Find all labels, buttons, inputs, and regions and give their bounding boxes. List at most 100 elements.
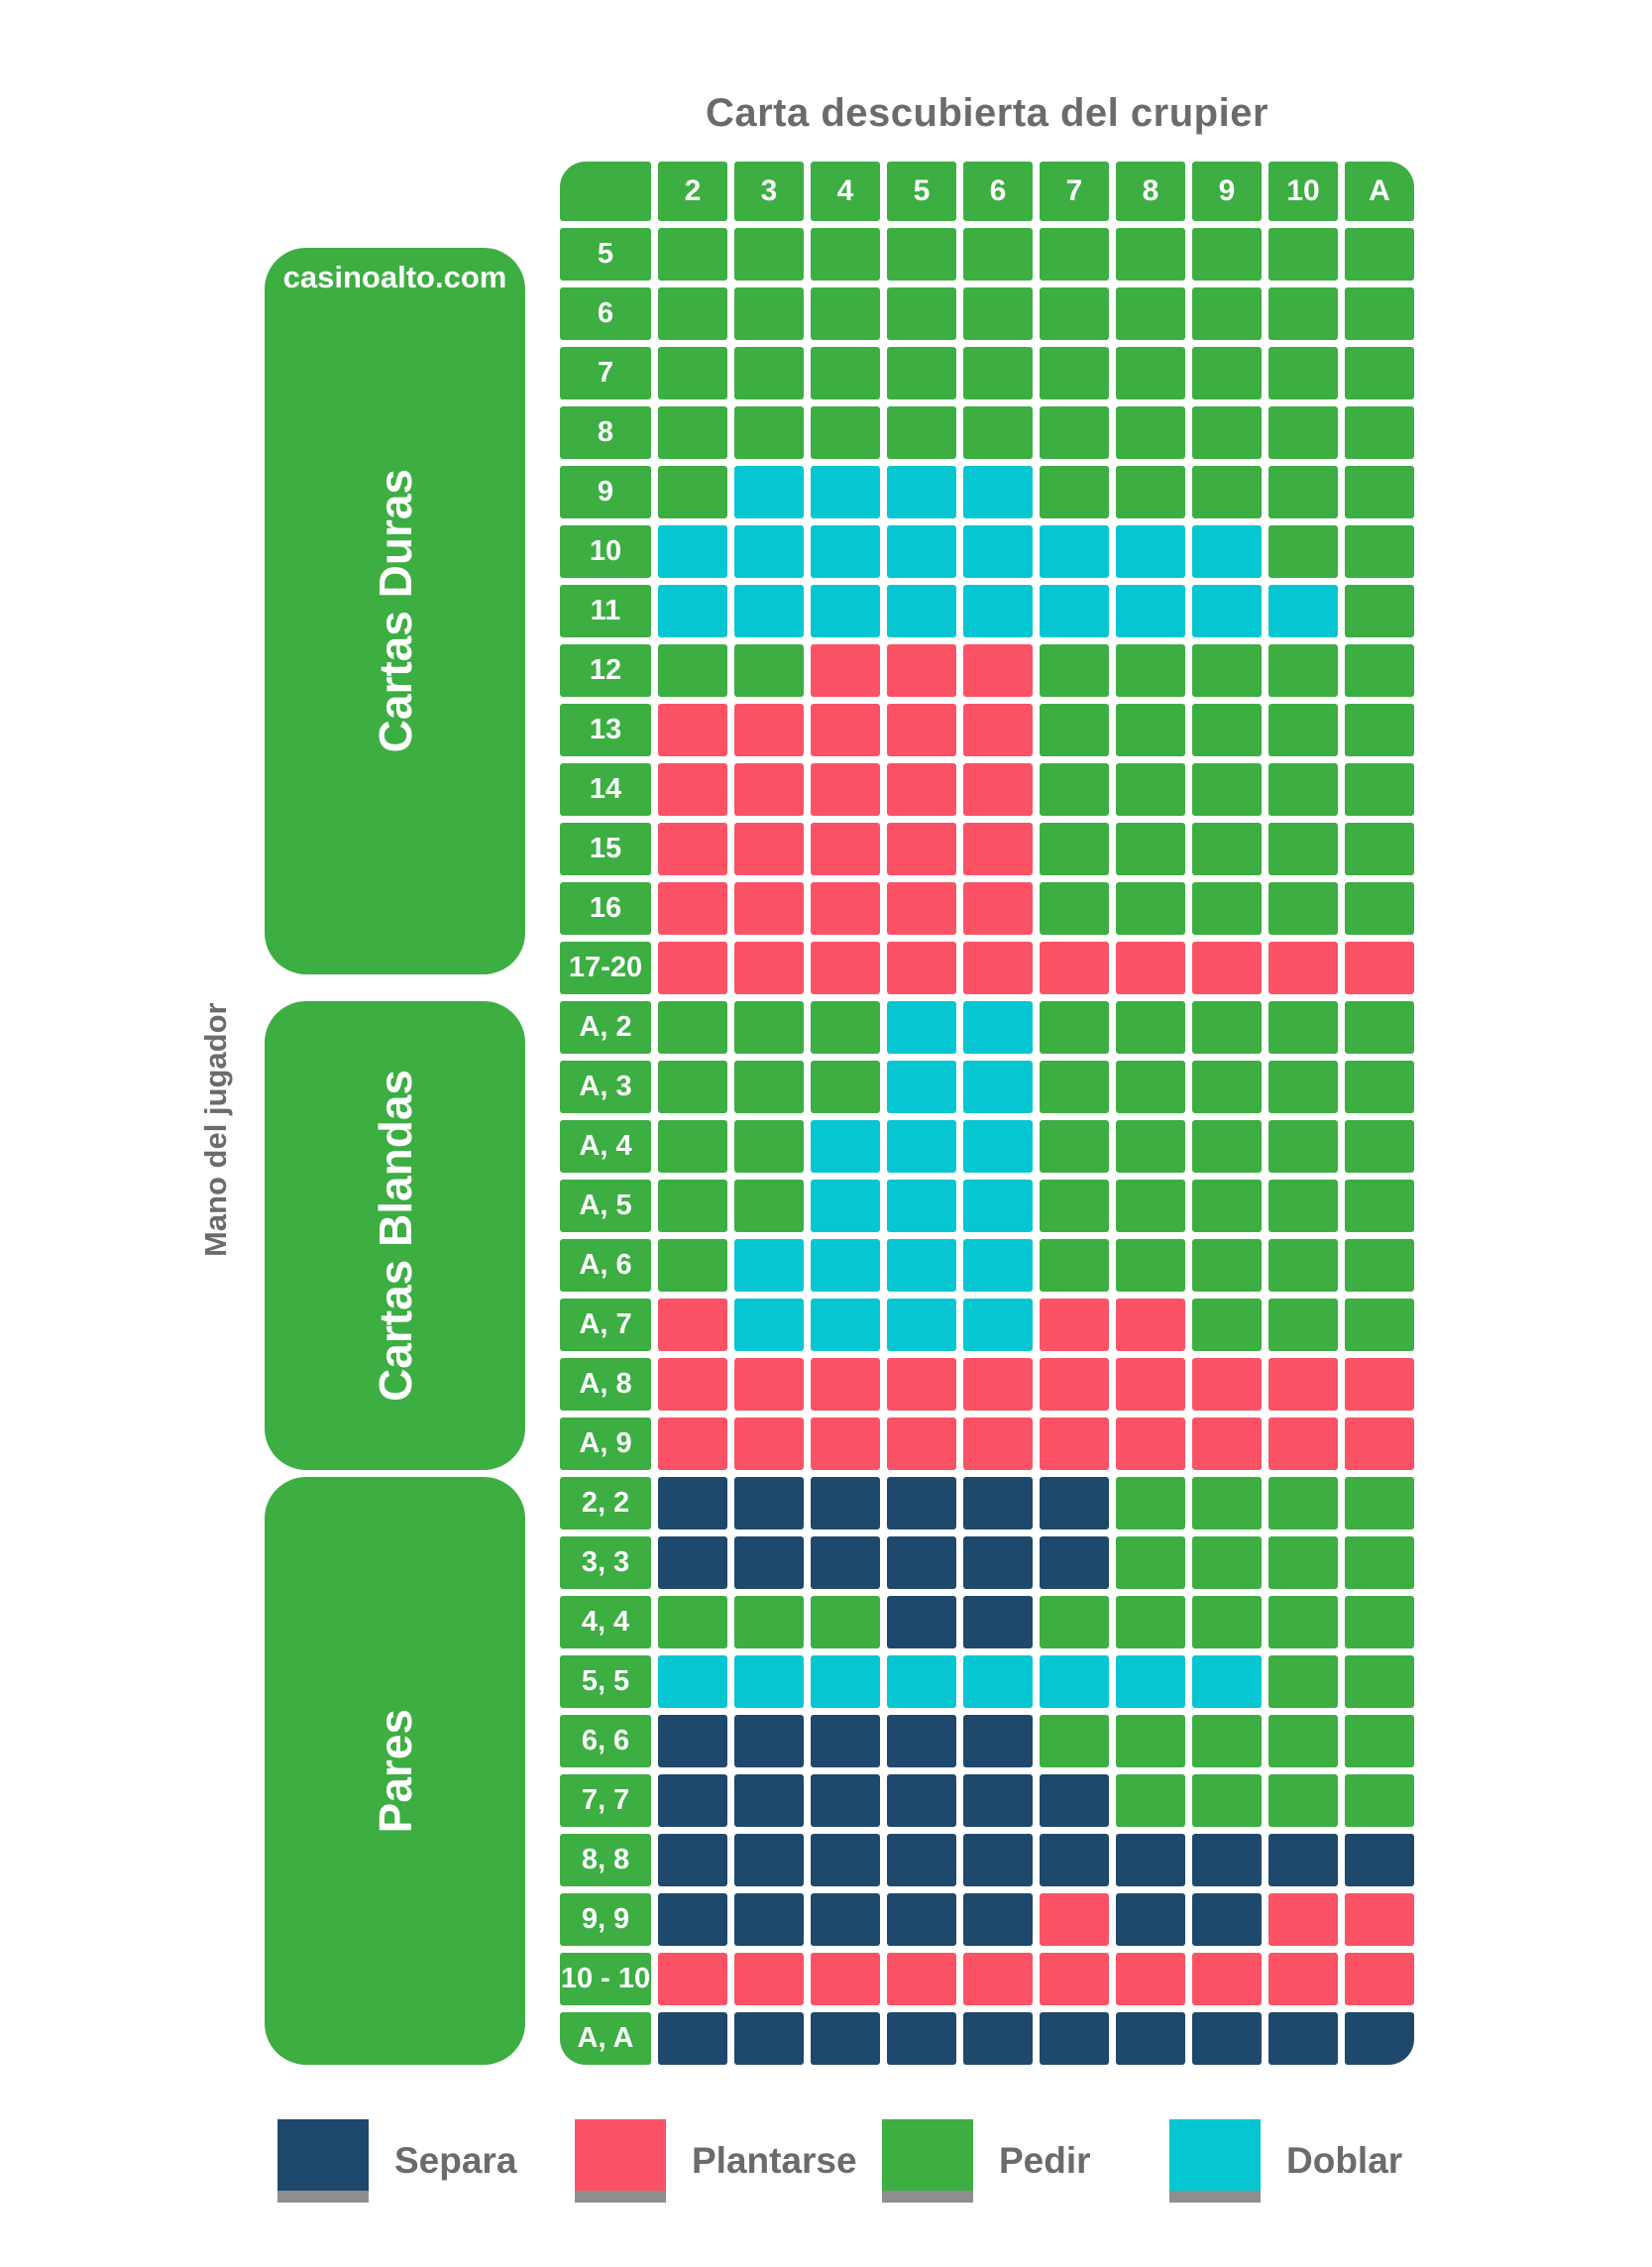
cell-A8-vs-2-plantarse xyxy=(658,1358,727,1411)
cell-12-vs-10-pedir xyxy=(1268,644,1338,697)
cell-16-vs-10-pedir xyxy=(1268,882,1338,935)
cell-A2-vs-2-pedir xyxy=(658,1001,727,1054)
cell-13-vs-6-plantarse xyxy=(963,704,1033,756)
cell-66-vs-A-pedir xyxy=(1345,1715,1414,1767)
cell-14-vs-2-plantarse xyxy=(658,763,727,816)
cell-A4-vs-10-pedir xyxy=(1268,1120,1338,1173)
cell-88-vs-A-separa xyxy=(1345,1834,1414,1886)
cell-A8-vs-4-plantarse xyxy=(811,1358,880,1411)
grid-corner-cell xyxy=(560,162,651,221)
cell-A8-vs-6-plantarse xyxy=(963,1358,1033,1411)
cell-99-vs-7-plantarse xyxy=(1040,1893,1109,1946)
cell-A5-vs-9-pedir xyxy=(1192,1180,1262,1232)
cell-66-vs-9-pedir xyxy=(1192,1715,1262,1767)
cell-A7-vs-A-pedir xyxy=(1345,1299,1414,1351)
cell-44-vs-2-pedir xyxy=(658,1596,727,1648)
cell-15-vs-A-pedir xyxy=(1345,823,1414,875)
cell-44-vs-4-pedir xyxy=(811,1596,880,1648)
cell-10-vs-8-doblar xyxy=(1116,525,1185,578)
cell-66-vs-10-pedir xyxy=(1268,1715,1338,1767)
cell-10-vs-A-pedir xyxy=(1345,525,1414,578)
cell-A5-vs-7-pedir xyxy=(1040,1180,1109,1232)
cell-17-20-vs-3-plantarse xyxy=(734,942,804,994)
cell-13-vs-5-plantarse xyxy=(887,704,956,756)
cell-A2-vs-3-pedir xyxy=(734,1001,804,1054)
legend-label-plantarse: Plantarse xyxy=(692,2140,857,2181)
cell-33-vs-2-separa xyxy=(658,1536,727,1589)
cell-A4-vs-8-pedir xyxy=(1116,1120,1185,1173)
cell-15-vs-3-plantarse xyxy=(734,823,804,875)
cell-99-vs-3-separa xyxy=(734,1893,804,1946)
cell-10-vs-10-pedir xyxy=(1268,525,1338,578)
cell-9-vs-3-doblar xyxy=(734,466,804,518)
cell-6-vs-6-pedir xyxy=(963,287,1033,340)
cell-66-vs-8-pedir xyxy=(1116,1715,1185,1767)
cell-55-vs-9-doblar xyxy=(1192,1655,1262,1708)
row-label-16: 16 xyxy=(560,882,651,935)
cell-10-vs-7-doblar xyxy=(1040,525,1109,578)
cell-A3-vs-6-doblar xyxy=(963,1061,1033,1113)
cell-33-vs-5-separa xyxy=(887,1536,956,1589)
cell-A9-vs-8-plantarse xyxy=(1116,1417,1185,1470)
cell-11-vs-7-doblar xyxy=(1040,585,1109,637)
cell-AA-vs-10-separa xyxy=(1268,2012,1338,2065)
cell-33-vs-3-separa xyxy=(734,1536,804,1589)
cell-A7-vs-8-plantarse xyxy=(1116,1299,1185,1351)
cell-77-vs-6-separa xyxy=(963,1774,1033,1827)
cell-A2-vs-10-pedir xyxy=(1268,1001,1338,1054)
cell-22-vs-A-pedir xyxy=(1345,1477,1414,1530)
cell-7-vs-2-pedir xyxy=(658,347,727,399)
cell-44-vs-5-separa xyxy=(887,1596,956,1648)
cell-44-vs-3-pedir xyxy=(734,1596,804,1648)
row-label-44: 4, 4 xyxy=(560,1596,651,1648)
group-label-soft-cards: Cartas Blandas xyxy=(369,1070,421,1402)
cell-44-vs-7-pedir xyxy=(1040,1596,1109,1648)
cell-5-vs-10-pedir xyxy=(1268,228,1338,281)
cell-77-vs-4-separa xyxy=(811,1774,880,1827)
cell-55-vs-7-doblar xyxy=(1040,1655,1109,1708)
cell-A4-vs-3-pedir xyxy=(734,1120,804,1173)
cell-A4-vs-A-pedir xyxy=(1345,1120,1414,1173)
cell-A2-vs-8-pedir xyxy=(1116,1001,1185,1054)
cell-A2-vs-A-pedir xyxy=(1345,1001,1414,1054)
cell-16-vs-9-pedir xyxy=(1192,882,1262,935)
cell-A6-vs-7-pedir xyxy=(1040,1239,1109,1292)
cell-77-vs-3-separa xyxy=(734,1774,804,1827)
cell-15-vs-5-plantarse xyxy=(887,823,956,875)
cell-A9-vs-5-plantarse xyxy=(887,1417,956,1470)
row-label-17-20: 17-20 xyxy=(560,942,651,994)
col-header-3: 3 xyxy=(734,162,804,221)
cell-66-vs-2-separa xyxy=(658,1715,727,1767)
cell-88-vs-6-separa xyxy=(963,1834,1033,1886)
cell-15-vs-2-plantarse xyxy=(658,823,727,875)
col-header-8: 8 xyxy=(1116,162,1185,221)
cell-13-vs-3-plantarse xyxy=(734,704,804,756)
cell-33-vs-6-separa xyxy=(963,1536,1033,1589)
cell-99-vs-8-separa xyxy=(1116,1893,1185,1946)
cell-9-vs-10-pedir xyxy=(1268,466,1338,518)
row-label-6: 6 xyxy=(560,287,651,340)
cell-16-vs-7-pedir xyxy=(1040,882,1109,935)
cell-12-vs-6-plantarse xyxy=(963,644,1033,697)
cell-7-vs-10-pedir xyxy=(1268,347,1338,399)
row-label-22: 2, 2 xyxy=(560,1477,651,1530)
cell-16-vs-3-plantarse xyxy=(734,882,804,935)
group-panel-pairs: Pares xyxy=(265,1477,525,2065)
group-label-hard-cards: Cartas Duras xyxy=(369,469,421,753)
cell-5-vs-9-pedir xyxy=(1192,228,1262,281)
cell-15-vs-9-pedir xyxy=(1192,823,1262,875)
cell-A3-vs-5-doblar xyxy=(887,1061,956,1113)
row-label-A8: A, 8 xyxy=(560,1358,651,1411)
row-label-13: 13 xyxy=(560,704,651,756)
cell-A9-vs-9-plantarse xyxy=(1192,1417,1262,1470)
cell-77-vs-5-separa xyxy=(887,1774,956,1827)
cell-A9-vs-4-plantarse xyxy=(811,1417,880,1470)
cell-6-vs-9-pedir xyxy=(1192,287,1262,340)
cell-66-vs-7-pedir xyxy=(1040,1715,1109,1767)
cell-6-vs-A-pedir xyxy=(1345,287,1414,340)
cell-44-vs-9-pedir xyxy=(1192,1596,1262,1648)
col-header-A: A xyxy=(1345,162,1414,221)
cell-17-20-vs-5-plantarse xyxy=(887,942,956,994)
row-label-66: 6, 6 xyxy=(560,1715,651,1767)
cell-AA-vs-5-separa xyxy=(887,2012,956,2065)
